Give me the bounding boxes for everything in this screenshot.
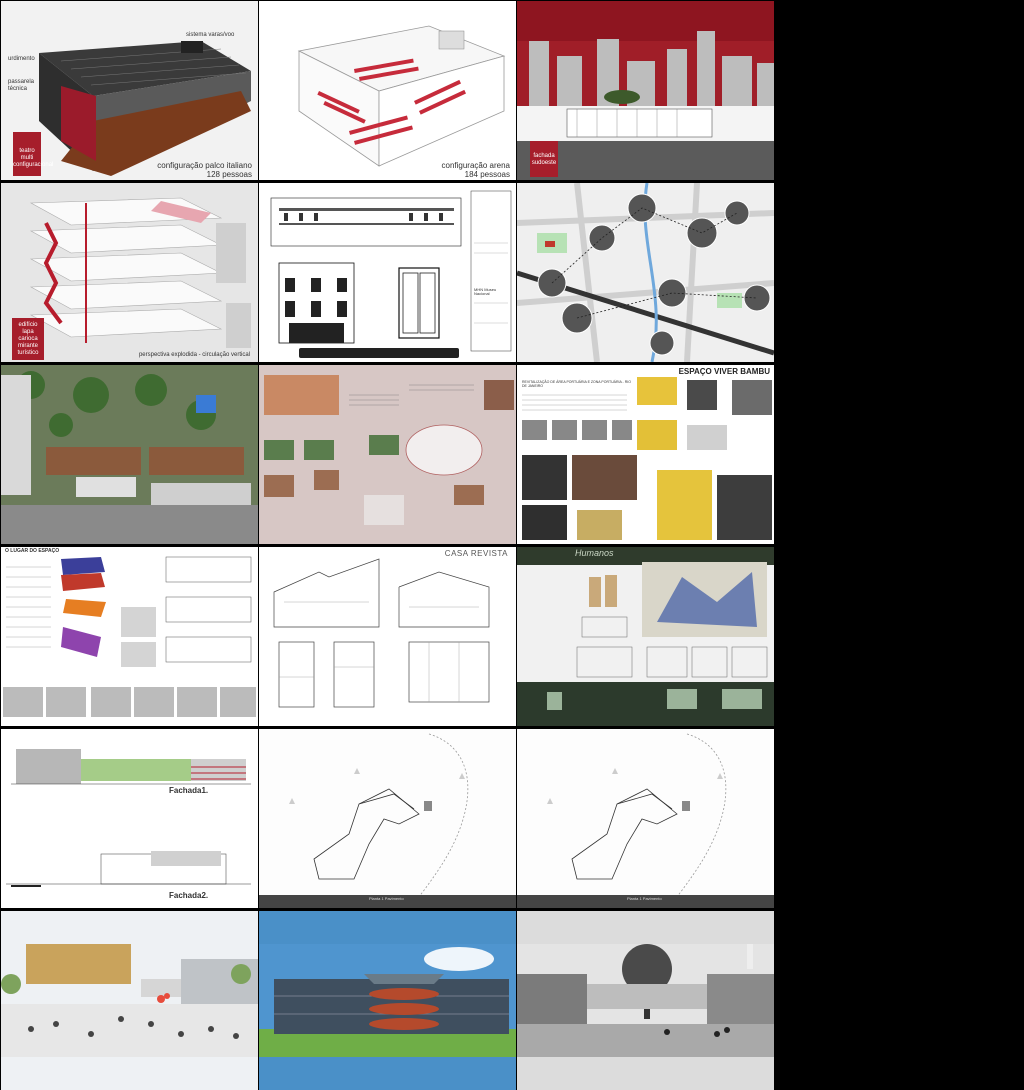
facade-render [517, 1, 774, 180]
lugar-panel [3, 556, 256, 717]
thumb-museum-elevations[interactable]: MHN Museu Nacional [259, 183, 516, 362]
side-title: MHN Museu Nacional [474, 287, 497, 297]
route-map [517, 183, 774, 362]
thumb-courtyard-render[interactable] [517, 911, 774, 1090]
panel-subtitle: REVITALIZAÇÃO DE ÁREA PORTUÁRIA E ZONA P… [522, 380, 631, 388]
historic-panel [259, 365, 516, 544]
thumb-cultural-route-map[interactable] [517, 183, 774, 362]
thumb-humanos-panel[interactable]: Humanos [517, 547, 774, 726]
theater-box-render [39, 41, 251, 176]
courtyard-render [517, 944, 774, 1057]
humanos-panel [517, 547, 774, 726]
panel-title: O LUGAR DO ESPAÇO [5, 548, 60, 554]
casa-revista-drawings [273, 558, 490, 708]
thumb-floor-plan-b[interactable]: Planta 1 Pavimento [517, 729, 774, 908]
thumb-o-lugar-do-espaco[interactable]: O LUGAR DO ESPAÇO [1, 547, 258, 726]
label-urdimento: urdimento [8, 56, 35, 62]
plaza-render [1, 944, 258, 1057]
label-passarela: passarela técnica [8, 79, 35, 92]
plan-footer: Planta 1 Pavimento [627, 896, 662, 901]
exploded-render [29, 197, 251, 348]
label-sistema-varas: sistema varas/voo [186, 32, 235, 38]
arena-render [297, 25, 506, 167]
panel-title: Humanos [575, 548, 614, 558]
building-render [259, 944, 516, 1057]
aerial-image [1, 365, 258, 544]
label-fachada2: Fachada2. [169, 891, 209, 900]
bambu-panel [522, 377, 772, 540]
floor-plan [517, 733, 774, 908]
panel-title: CASA REVISTA [444, 549, 508, 558]
thumb-plaza-render[interactable] [1, 911, 258, 1090]
thumb-casa-revista[interactable]: CASA REVISTA [259, 547, 516, 726]
elevation-drawing [270, 190, 512, 358]
thumb-theater-italian-stage[interactable]: urdimento passarela técnica sistema vara… [1, 1, 258, 180]
panel-title: ESPAÇO VIVER BAMBU [678, 367, 770, 376]
caption: perspectiva explodida - circulação verti… [138, 352, 250, 358]
fachadas-drawing [6, 749, 251, 887]
thumb-espaco-viver-bambu[interactable]: ESPAÇO VIVER BAMBU REVITALIZAÇÃO DE ÁREA… [517, 365, 774, 544]
thumb-aerial-photo[interactable] [1, 365, 258, 544]
thumb-building-render[interactable] [259, 911, 516, 1090]
label-fachada1: Fachada1. [169, 786, 209, 795]
floor-plan [259, 733, 516, 908]
thumb-floor-plan-a[interactable]: Planta 1 Pavimento [259, 729, 516, 908]
plan-footer: Planta 1 Pavimento [369, 896, 404, 901]
thumb-fachadas[interactable]: Fachada1. Fachada2. [1, 729, 258, 908]
thumb-historic-panel[interactable] [259, 365, 516, 544]
